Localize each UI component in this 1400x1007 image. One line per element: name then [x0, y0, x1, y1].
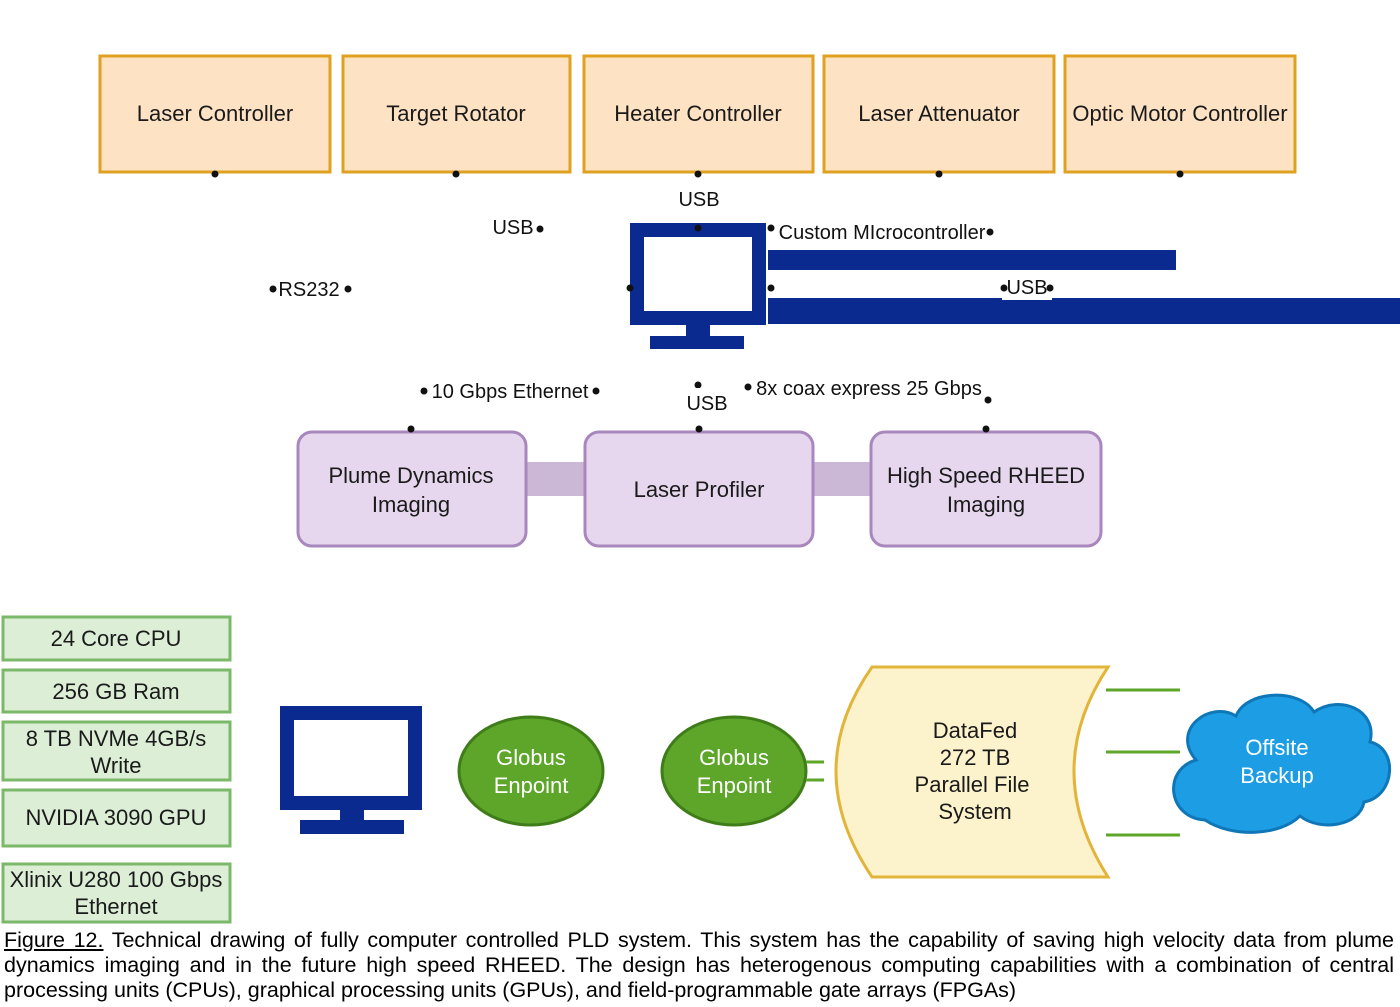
svg-text:USB: USB	[492, 217, 533, 239]
control-computer	[626, 223, 1400, 389]
connection-labels: USB USB Custom MIcrocontroller RS232 USB…	[269, 184, 1054, 416]
spec-ram: 256 GB Ram	[1, 668, 232, 714]
label-10-gbps-ethernet: 10 Gbps Ethernet	[420, 377, 600, 405]
svg-text:10 Gbps Ethernet: 10 Gbps Ethernet	[432, 381, 589, 403]
svg-text:System: System	[938, 799, 1011, 824]
imaging-plume-dynamics: Plume Dynamics Imaging	[296, 425, 528, 548]
svg-text:RS232: RS232	[278, 279, 339, 301]
figure-caption: Figure 12. Technical drawing of fully co…	[4, 928, 1394, 1003]
globus-endpoint-1: Globus Enpoint	[457, 715, 605, 827]
data-pipeline: Globus Enpoint Globus Enpoint DataFed 27…	[280, 665, 1392, 879]
label-usb-profiler: USB	[682, 388, 732, 416]
monitor-icon	[280, 706, 422, 834]
link-bar	[812, 462, 874, 496]
svg-text:24 Core CPU: 24 Core CPU	[51, 626, 182, 651]
spec-cpu: 24 Core CPU	[1, 615, 232, 662]
offsite-backup-cloud: Offsite Backup	[1172, 693, 1392, 834]
svg-text:256 GB Ram: 256 GB Ram	[52, 679, 179, 704]
svg-text:Xlinix U280 100 Gbps: Xlinix U280 100 Gbps	[10, 867, 223, 892]
svg-text:DataFed: DataFed	[933, 718, 1017, 743]
device-label: Heater Controller	[614, 101, 782, 126]
datafed-storage: DataFed 272 TB Parallel File System	[834, 665, 1111, 879]
device-heater-controller: Heater Controller	[582, 54, 815, 178]
svg-text:Imaging: Imaging	[372, 492, 450, 517]
imaging-high-speed-rheed: High Speed RHEED Imaging	[869, 425, 1103, 548]
monitor-icon	[630, 223, 766, 349]
label-usb-rotator: USB	[488, 212, 544, 240]
cable-bar-upper	[768, 250, 1176, 270]
svg-text:Enpoint: Enpoint	[494, 773, 569, 798]
svg-text:NVIDIA 3090 GPU: NVIDIA 3090 GPU	[26, 805, 207, 830]
svg-text:Imaging: Imaging	[947, 492, 1025, 517]
compute-specs: 24 Core CPU 256 GB Ram 8 TB NVMe 4GB/s W…	[1, 615, 232, 924]
device-row: Laser Controller Target Rotator Heater C…	[98, 54, 1297, 178]
svg-text:272 TB: 272 TB	[940, 745, 1011, 770]
label-custom-microcontroller: Custom MIcrocontroller	[775, 218, 994, 246]
link-bar	[524, 462, 588, 496]
svg-text:USB: USB	[686, 393, 727, 415]
device-optic-motor-controller: Optic Motor Controller	[1063, 54, 1297, 178]
svg-text:Backup: Backup	[1240, 763, 1313, 788]
spec-fpga: Xlinix U280 100 Gbps Ethernet	[1, 862, 232, 924]
svg-text:Laser Profiler: Laser Profiler	[634, 477, 765, 502]
device-label: Laser Attenuator	[858, 101, 1019, 126]
label-usb-right: USB	[1000, 272, 1054, 300]
pld-system-diagram: Laser Controller Target Rotator Heater C…	[1, 54, 1400, 924]
device-laser-controller: Laser Controller	[98, 54, 332, 178]
svg-text:Custom MIcrocontroller: Custom MIcrocontroller	[779, 222, 986, 244]
svg-text:USB: USB	[678, 189, 719, 211]
svg-text:Parallel File: Parallel File	[915, 772, 1030, 797]
device-target-rotator: Target Rotator	[341, 54, 572, 178]
cable-bar-lower	[768, 298, 1400, 324]
device-label: Laser Controller	[137, 101, 294, 126]
svg-text:Globus: Globus	[699, 745, 769, 770]
spec-gpu: NVIDIA 3090 GPU	[1, 788, 232, 848]
label-rs232: RS232	[269, 274, 352, 302]
svg-text:8 TB NVMe 4GB/s: 8 TB NVMe 4GB/s	[26, 726, 207, 751]
svg-text:8x coax express 25 Gbps: 8x coax express 25 Gbps	[756, 378, 982, 400]
link-ticks	[806, 688, 1180, 837]
svg-text:Globus: Globus	[496, 745, 566, 770]
svg-text:Offsite: Offsite	[1245, 735, 1308, 760]
device-label: Optic Motor Controller	[1072, 101, 1287, 126]
device-label: Target Rotator	[386, 101, 525, 126]
svg-text:Enpoint: Enpoint	[697, 773, 772, 798]
imaging-row: Plume Dynamics Imaging Laser Profiler Hi…	[296, 425, 1103, 548]
imaging-laser-profiler: Laser Profiler	[583, 425, 815, 548]
svg-text:Ethernet: Ethernet	[74, 894, 157, 919]
spec-nvme: 8 TB NVMe 4GB/s Write	[1, 720, 232, 782]
svg-text:High Speed RHEED: High Speed RHEED	[887, 463, 1085, 488]
caption-text: Technical drawing of fully computer cont…	[4, 928, 1394, 1002]
globus-endpoint-2: Globus Enpoint	[660, 715, 808, 827]
figure-label: Figure 12.	[4, 928, 104, 952]
device-laser-attenuator: Laser Attenuator	[822, 54, 1056, 178]
svg-text:USB: USB	[1006, 277, 1047, 299]
label-coax-express: 8x coax express 25 Gbps	[744, 373, 992, 404]
label-usb-heater: USB	[674, 184, 724, 212]
svg-text:Plume Dynamics: Plume Dynamics	[328, 463, 493, 488]
svg-text:Write: Write	[91, 753, 142, 778]
